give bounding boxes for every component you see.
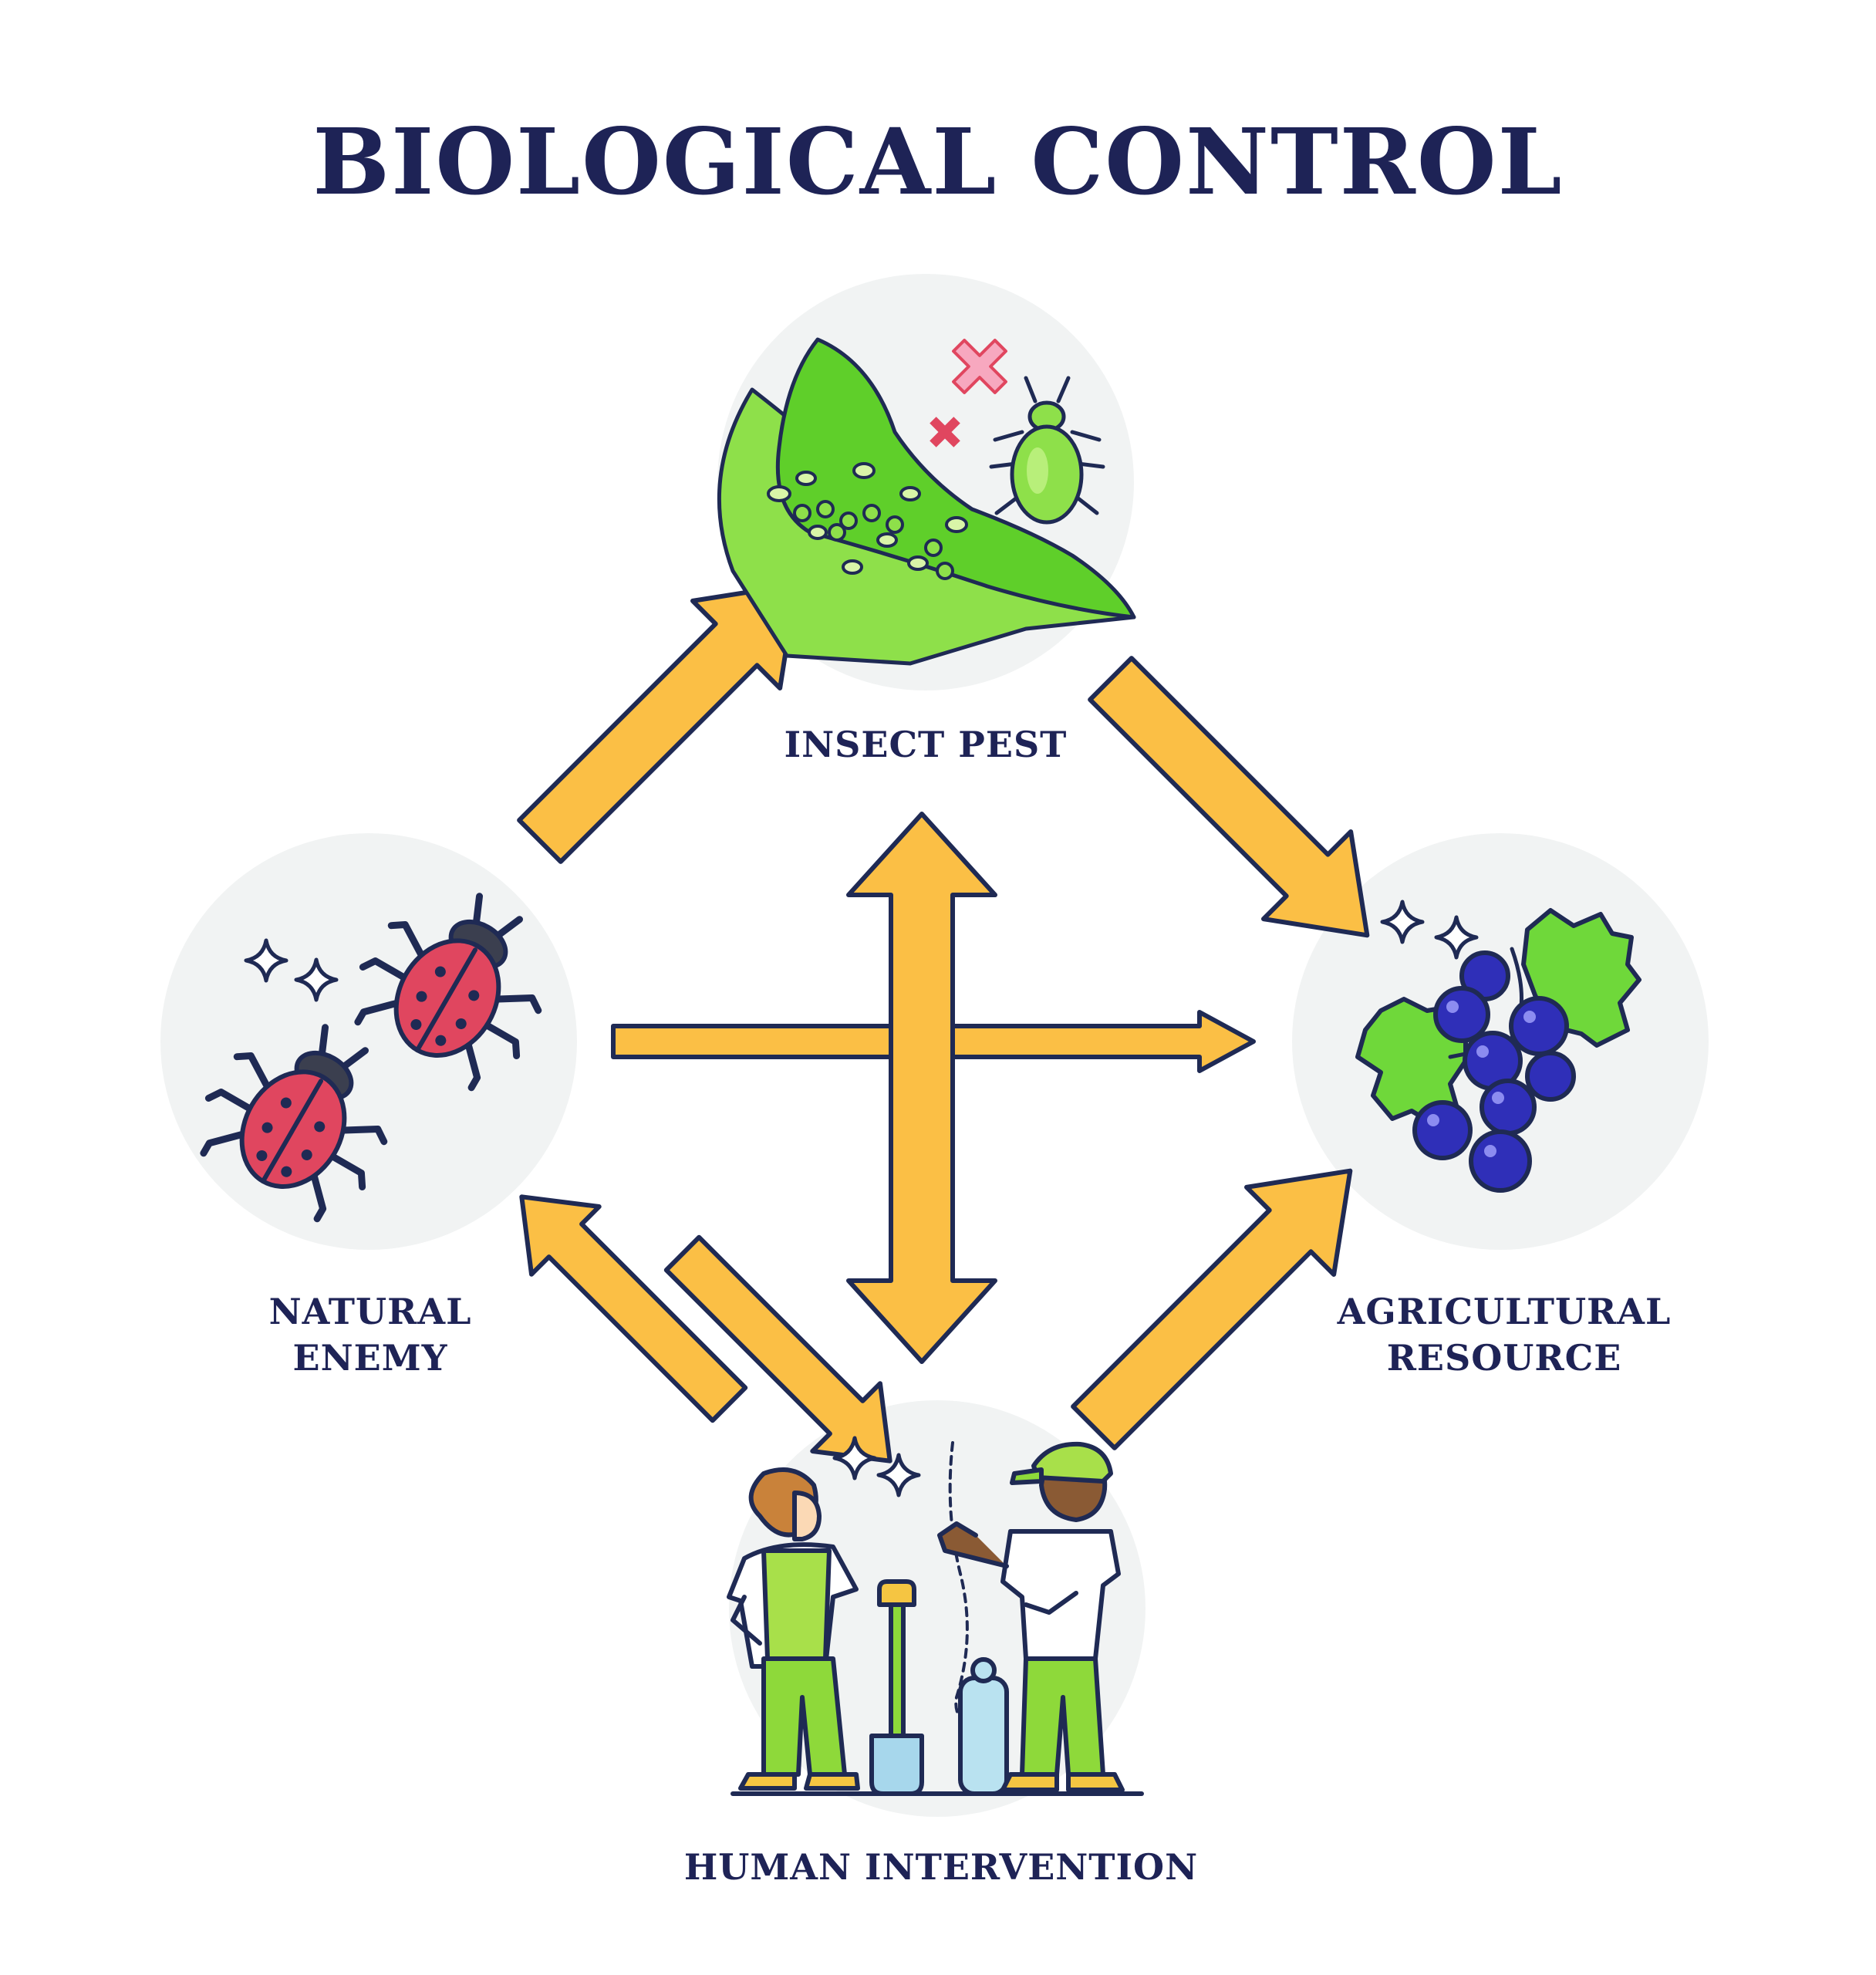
agricultural-resource-label-line1: AGRICULTURAL: [1337, 1291, 1672, 1332]
woman-farmer: [727, 1467, 860, 1791]
pest-eggs: [767, 462, 968, 575]
arrows: [517, 582, 1370, 1464]
aphid-icon: [989, 376, 1105, 525]
man-farmer: [937, 1441, 1125, 1792]
natural-enemy-label-line2: ENEMY: [292, 1337, 448, 1379]
ladybug-icon: [354, 893, 542, 1092]
human-intervention-illustration: [727, 1438, 1144, 1796]
human-intervention-label-text: HUMAN INTERVENTION: [683, 1846, 1199, 1888]
insect-pest-label: INSECT PEST: [694, 721, 1157, 768]
small-aphids: [793, 500, 954, 580]
cross-icon-large: [952, 339, 1007, 394]
berries: [1412, 950, 1576, 1193]
arrow-insect-pest-human-intervention-bidirectional: [846, 812, 997, 1364]
cross-icon-small: [930, 417, 960, 447]
diagram-title: BIOLOGICAL CONTROL: [312, 108, 1564, 215]
natural-enemy-label-line1: NATURAL: [268, 1291, 472, 1332]
berry-highlights: [1427, 1001, 1536, 1157]
human-intervention-label: HUMAN INTERVENTION: [540, 1844, 1342, 1890]
agricultural-resource-illustration: [1355, 902, 1642, 1193]
natural-enemy-illustration: [200, 893, 542, 1223]
sprayer-icon: [948, 1441, 1009, 1796]
agricultural-resource-label: AGRICULTURAL RESOURCE: [1273, 1288, 1736, 1381]
shovel-icon: [869, 1579, 924, 1796]
natural-enemy-label: NATURAL ENEMY: [177, 1288, 563, 1381]
arrow-human-intervention-to-natural-enemy: [519, 1194, 748, 1423]
agricultural-resource-label-line2: RESOURCE: [1386, 1337, 1622, 1379]
ladybug-icon: [200, 1024, 388, 1223]
arrow-insect-pest-to-agricultural-resource: [1088, 656, 1370, 938]
arrow-human-intervention-to-agricultural-resource: [1071, 1168, 1353, 1450]
leaf-front: [775, 337, 1136, 620]
insect-pest-label-text: INSECT PEST: [784, 724, 1068, 765]
insect-pest-illustration: [717, 337, 1136, 666]
